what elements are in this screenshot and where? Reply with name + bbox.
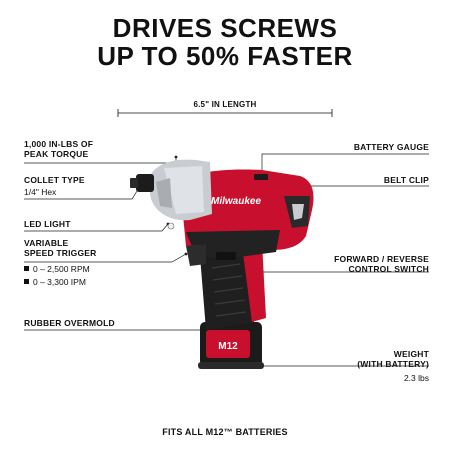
weight-label-line-2: (WITH BATTERY) [357,359,429,369]
headline-line-2: UP TO 50% FASTER [97,41,353,71]
led-light-label: LED LIGHT [24,219,71,229]
length-label: 6.5" IN LENGTH [193,100,257,109]
collet-type-value: 1/4" Hex [24,187,57,197]
speed-trigger-line-1: VARIABLE [24,238,69,248]
direction-switch [216,252,236,260]
collet-leader [24,182,143,200]
battery-gauge-window [254,174,268,180]
torque-label-line-2: PEAK TORQUE [24,149,89,159]
headline-line-1: DRIVES SCREWS [112,13,338,43]
weight-label: WEIGHT (WITH BATTERY) [357,349,429,369]
rpm-spec-text: 0 – 2,500 RPM [33,264,90,274]
battery-logo: M12 [218,341,238,352]
grip-red-panel [242,242,266,322]
rubber-overmold-label: RUBBER OVERMOLD [24,318,115,328]
grip-overmold [200,248,254,330]
length-dimension-line [117,109,333,117]
grip-texture [211,263,247,317]
direction-switch-line-1: FORWARD / REVERSE [334,254,429,264]
speed-trigger-line-2: SPEED TRIGGER [24,248,97,258]
direction-switch-line-2: CONTROL SWITCH [348,264,429,274]
weight-value: 2.3 lbs [403,373,429,383]
footer-battery-compat: FITS ALL M12™ BATTERIES [162,427,288,437]
battery-pack: M12 [198,322,264,369]
direction-switch-label: FORWARD / REVERSE CONTROL SWITCH [334,254,429,274]
torque-leader [24,157,177,164]
collet-type-label: COLLET TYPE [24,175,85,185]
bullet-square-icon [24,266,29,271]
brand-logo: Milwaukee [211,196,261,207]
led-leader [24,223,169,232]
weight-label-line-1: WEIGHT [393,349,429,359]
battery-gauge-label: BATTERY GAUGE [353,142,429,152]
headline: DRIVES SCREWS UP TO 50% FASTER [0,14,450,70]
torque-label: 1,000 IN-LBS OF PEAK TORQUE [24,139,93,159]
belt-clip-label: BELT CLIP [383,175,429,185]
trigger [186,244,206,266]
torque-label-line-1: 1,000 IN-LBS OF [24,139,94,149]
ipm-spec: 0 – 3,300 IPM [24,277,86,287]
trigger-leader [24,253,187,263]
impact-driver-drawing: M12 Milwaukee [130,159,314,369]
led-light-icon [167,222,175,230]
ipm-spec-text: 0 – 3,300 IPM [33,277,86,287]
rpm-spec: 0 – 2,500 RPM [24,264,90,274]
belt-clip-leader [307,185,429,206]
body-lower [186,230,280,258]
speed-trigger-label: VARIABLE SPEED TRIGGER [24,238,97,258]
bullet-square-icon [24,279,29,284]
collet [136,174,154,192]
